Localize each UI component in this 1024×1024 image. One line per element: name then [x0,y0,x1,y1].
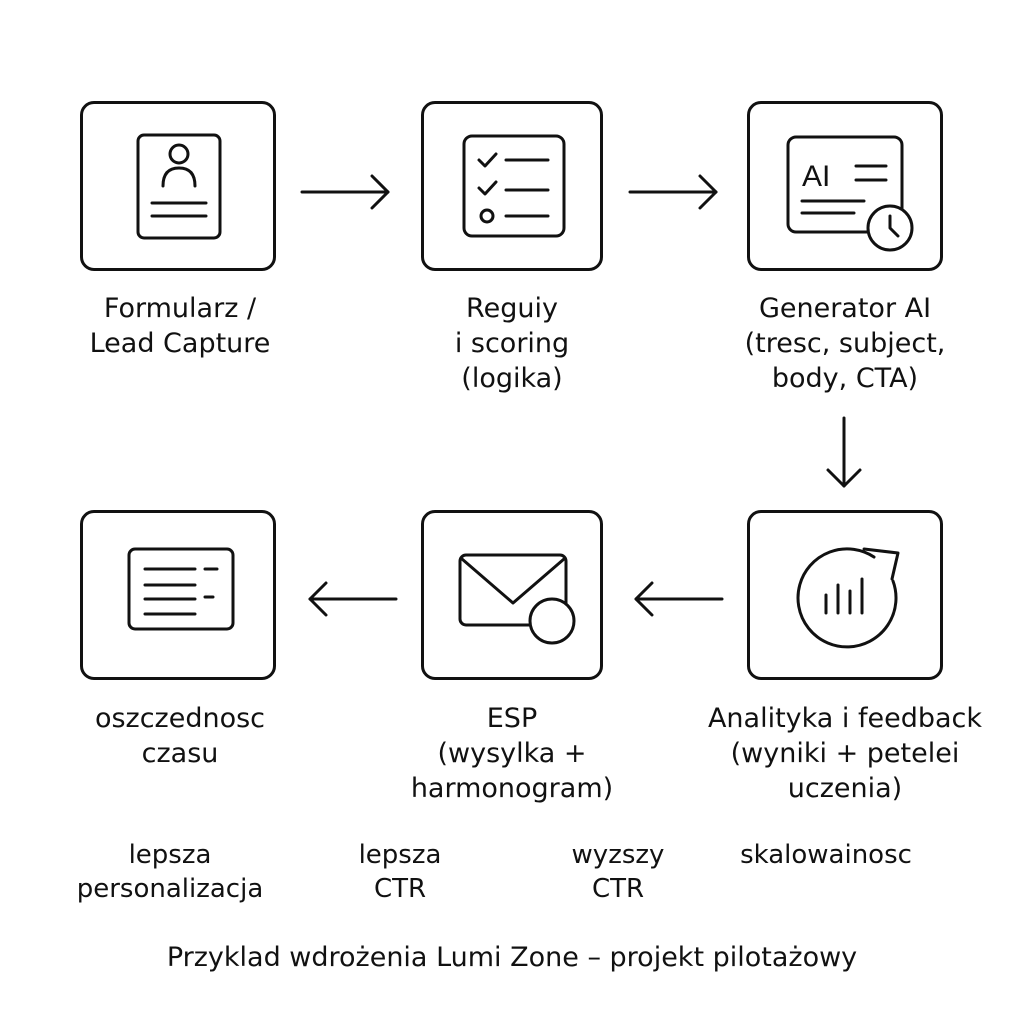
arrow-rules-to-ai [628,174,718,210]
benefit-ctr-higher: wyzszy CTR [548,838,688,906]
step-label-line: oszczednosc [94,703,266,734]
step-label-line: czasu [141,738,219,769]
step-label-line: (wysylka + [437,738,587,769]
benefit-line: wyzszy [571,840,665,870]
step-label-analytics: Analityka i feedback (wyniki + petelei u… [680,701,1010,806]
step-label-form: Formularz / Lead Capture [60,291,300,361]
benefit-line: lepsza [358,840,442,870]
step-label-line: (wyniki + petelei [730,738,960,769]
step-label-line: body, CTA) [771,363,919,394]
step-label-line: harmonogram) [410,773,614,804]
ai-document-clock-icon: AI [786,135,914,252]
checklist-icon [462,134,566,238]
step-box-analytics [747,510,943,680]
ai-icon-text: AI [802,160,830,193]
arrow-analytics-to-esp [634,581,724,617]
step-label-time: oszczednosc czasu [60,701,300,771]
benefit-ctr-better: lepsza CTR [330,838,470,906]
step-label-line: Reguiy [466,293,558,324]
step-label-rules: Reguiy i scoring (logika) [392,291,632,396]
benefit-line: skalowainosc [740,840,912,870]
step-label-line: Analityka i feedback [707,703,983,734]
refresh-chart-icon [796,547,900,649]
step-label-ai: Generator AI (tresc, subject, body, CTA) [720,291,970,396]
step-box-time [80,510,276,680]
diagram-caption: Przyklad wdrożenia Lumi Zone – projekt p… [166,942,858,973]
step-label-line: Formularz / [103,293,257,324]
step-label-line: ESP [486,703,538,734]
step-box-rules [421,101,603,271]
step-label-esp: ESP (wysylka + harmonogram) [392,701,632,806]
step-label-line: Lead Capture [89,328,271,359]
arrow-esp-to-time [308,581,398,617]
step-label-line: (tresc, subject, [744,328,946,359]
arrow-ai-to-analytics [826,416,862,488]
step-box-esp [421,510,603,680]
step-label-line: i scoring [454,328,570,359]
arrow-form-to-rules [300,174,390,210]
profile-card-icon [136,133,222,240]
step-label-line: (logika) [461,363,563,394]
benefit-line: CTR [373,874,427,904]
benefit-personalization: lepsza personalizacja [60,838,280,906]
text-document-icon [127,547,235,631]
step-box-ai: AI [747,101,943,271]
step-label-line: Generator AI [758,293,932,324]
benefit-line: CTR [591,874,645,904]
step-box-form [80,101,276,271]
envelope-icon [458,553,576,645]
benefit-line: personalizacja [76,874,264,904]
benefit-scalability: skalowainosc [716,838,936,872]
benefit-line: lepsza [128,840,212,870]
step-label-line: uczenia) [787,773,903,804]
